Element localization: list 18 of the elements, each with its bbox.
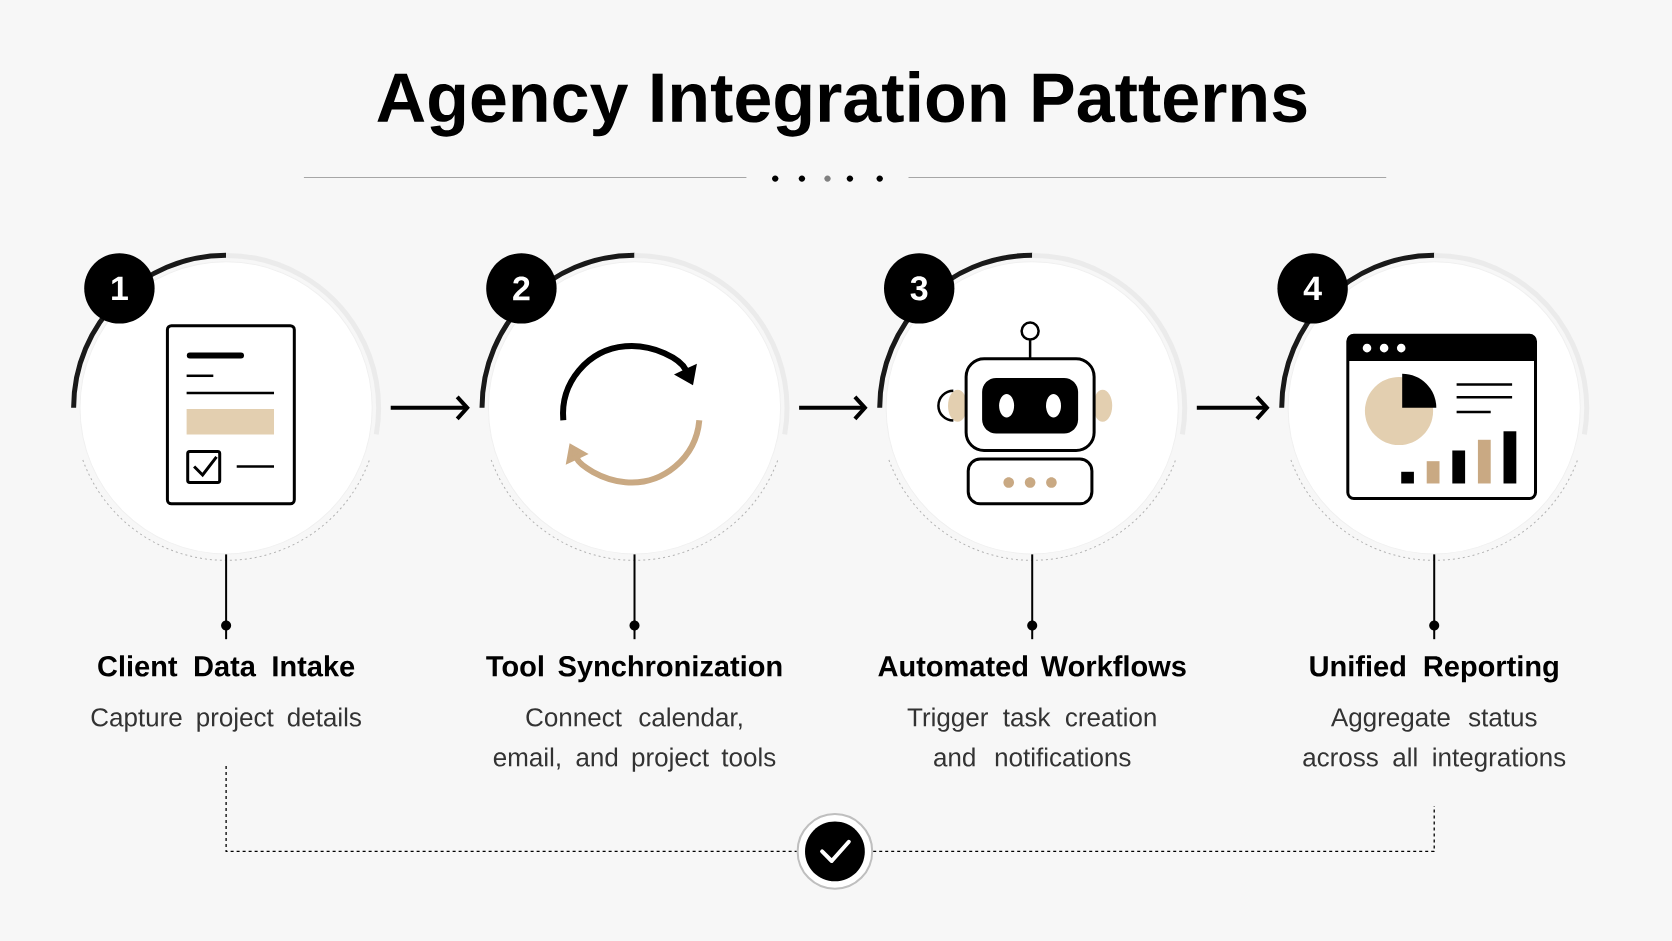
number-badge: 2 <box>486 253 557 324</box>
pin-line <box>221 553 232 641</box>
pin-line <box>629 553 640 641</box>
dashed-connector <box>225 765 798 853</box>
pin-line <box>1429 553 1440 641</box>
arrow <box>1196 395 1270 421</box>
title: Agency Integration Patterns <box>377 71 1307 137</box>
arrow <box>390 395 470 421</box>
step-text: Client Data Intake Capture project details <box>91 655 361 732</box>
number-badge: 4 <box>1277 253 1348 324</box>
number-badge: 1 <box>84 253 155 324</box>
arrow <box>799 395 868 421</box>
checkmark-circle <box>796 813 874 890</box>
step-text: Automated Workflows Trigger task creation and notifications <box>878 655 1186 767</box>
step-text: Tool Synchronization Connect calendar, email, and project tools <box>486 655 782 772</box>
pin-line <box>1027 553 1038 641</box>
step-text: Unified Reporting Aggregate status across all integrations <box>1303 655 1566 772</box>
number-badge: 3 <box>884 253 955 324</box>
